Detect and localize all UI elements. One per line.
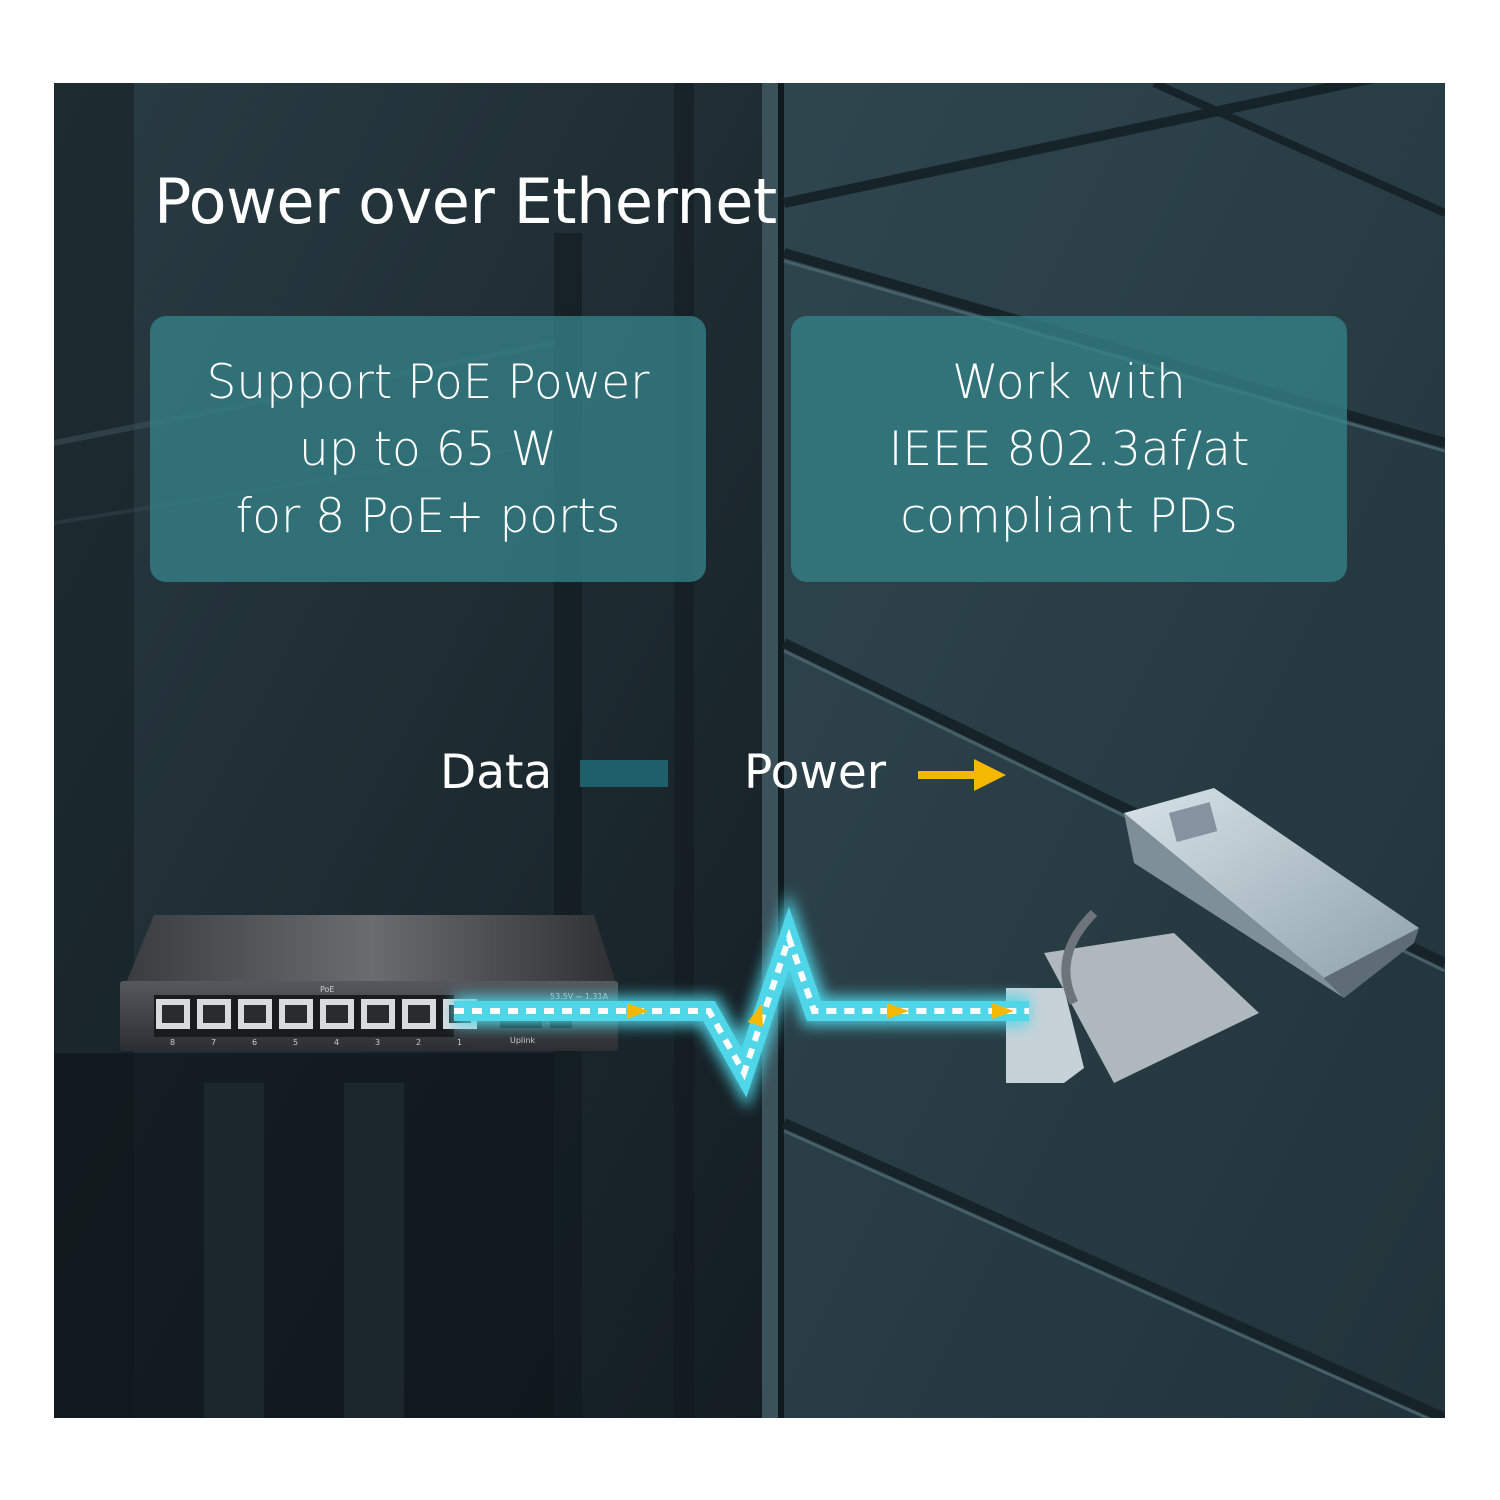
switch-uplink-label: Uplink [510,1036,535,1045]
power-flow-arrow-icon [887,1003,909,1019]
feature-card-poe-power: Support PoE Power up to 65 W for 8 PoE+ … [150,316,706,582]
page-title: Power over Ethernet [154,165,777,238]
switch-port-socket [326,1005,348,1023]
power-arrow-icon [918,759,1006,791]
card-line: IEEE 802.3af/at [888,421,1250,477]
power-flow-arrow-icon [992,1003,1014,1019]
switch-port-socket [244,1005,266,1023]
switch-port-number: 7 [211,1038,216,1047]
switch-port-number: 6 [252,1038,257,1047]
switch-port-number: 1 [457,1038,462,1047]
switch-poe-label: PoE [320,985,335,994]
switch-port-number: 2 [416,1038,421,1047]
feature-card-ieee-compliance: Work with IEEE 802.3af/at compliant PDs [791,316,1347,582]
switch-port-number: 3 [375,1038,380,1047]
switch-port-socket [408,1005,430,1023]
card-line: for 8 PoE+ ports [235,488,621,544]
switch-port-socket [203,1005,225,1023]
power-flow-arrow-icon [627,1003,649,1019]
switch-port-socket [285,1005,307,1023]
switch-port-socket [162,1005,184,1023]
card-line: compliant PDs [900,488,1238,544]
legend-power-label: Power [744,745,887,800]
legend-data-label: Data [440,745,553,800]
power-flow-arrow-icon [747,1003,763,1027]
switch-port-number: 8 [170,1038,175,1047]
security-camera [1006,788,1419,1083]
legend-data-swatch [580,760,668,787]
legend: Data Power [54,743,1445,803]
card-line: Work with [952,354,1186,410]
switch-port-number: 4 [334,1038,339,1047]
poe-cable [454,891,1029,1110]
switch-port-number: 5 [293,1038,298,1047]
card-line: up to 65 W [299,421,557,477]
card-line: Support PoE Power [206,354,650,410]
switch-port-socket [367,1005,389,1023]
